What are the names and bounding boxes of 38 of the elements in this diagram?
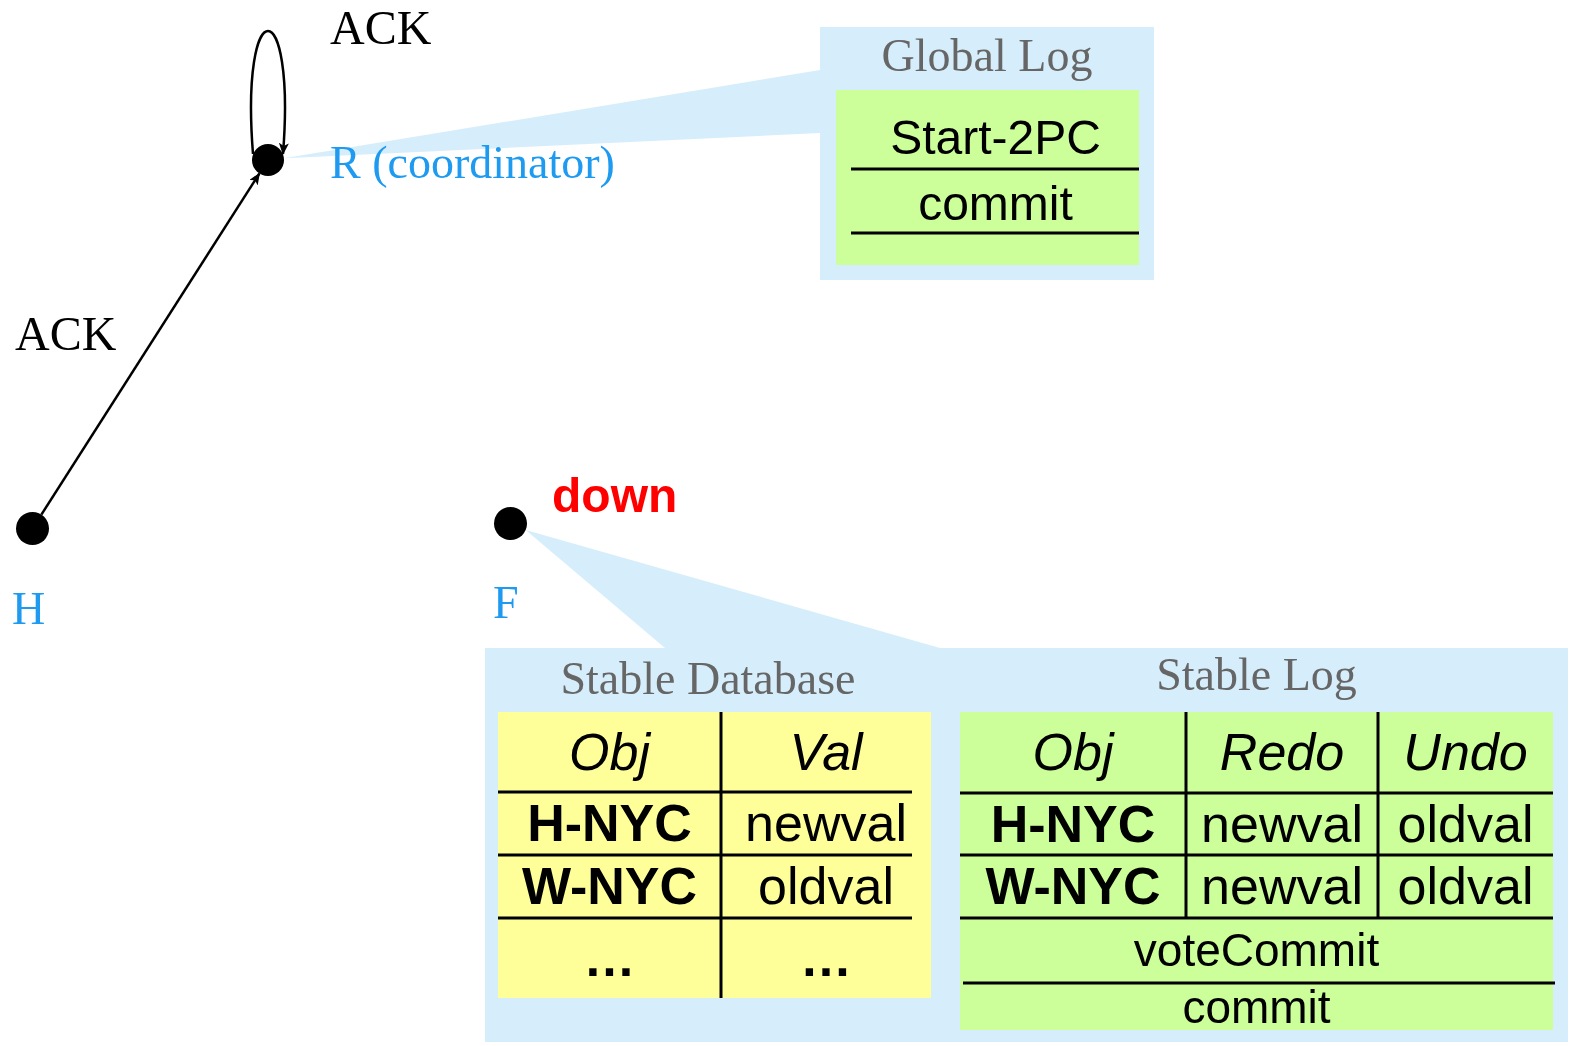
arrow <box>40 172 261 516</box>
node-label: F <box>493 576 519 629</box>
object-name: W-NYC <box>984 856 1162 917</box>
object-name: H-NYC <box>526 793 693 854</box>
value-text: oldval <box>1396 794 1535 855</box>
log-entry: commit <box>1181 984 1332 1030</box>
node-label: R (coordinator) <box>330 136 615 189</box>
arrow <box>249 29 289 155</box>
value-text: oldval <box>757 856 895 917</box>
value-text: newval <box>744 793 908 854</box>
callout-wedge <box>525 529 940 648</box>
panel-title: Global Log <box>880 29 1094 82</box>
column-header: Redo <box>1218 722 1346 783</box>
column-header: Val <box>788 722 865 783</box>
log-entry: Start-2PC <box>889 110 1102 166</box>
status-label: down <box>552 468 678 523</box>
log-entry: commit <box>917 176 1074 232</box>
node-dot <box>494 507 527 540</box>
node-dot <box>252 144 284 176</box>
value-text: newval <box>1200 794 1364 855</box>
log-entry: voteCommit <box>1132 923 1381 978</box>
column-header: Obj <box>568 722 653 783</box>
value-text: newval <box>1200 856 1364 917</box>
panel-title: Stable Log <box>1155 648 1358 701</box>
value-text: oldval <box>1396 856 1535 917</box>
column-header: Undo <box>1402 722 1529 783</box>
object-name: H-NYC <box>989 794 1157 855</box>
panel-title: Stable Database <box>559 652 857 705</box>
node-label: H <box>12 582 46 635</box>
edge-label: ACK <box>15 306 117 361</box>
node-dot <box>16 512 49 545</box>
ellipsis: … <box>582 928 637 989</box>
log-table <box>836 90 1139 265</box>
log-panel <box>820 27 1154 280</box>
column-header: Obj <box>1031 722 1116 783</box>
edge-label: ACK <box>330 0 432 55</box>
object-name: W-NYC <box>520 856 699 917</box>
ellipsis: … <box>799 928 853 989</box>
